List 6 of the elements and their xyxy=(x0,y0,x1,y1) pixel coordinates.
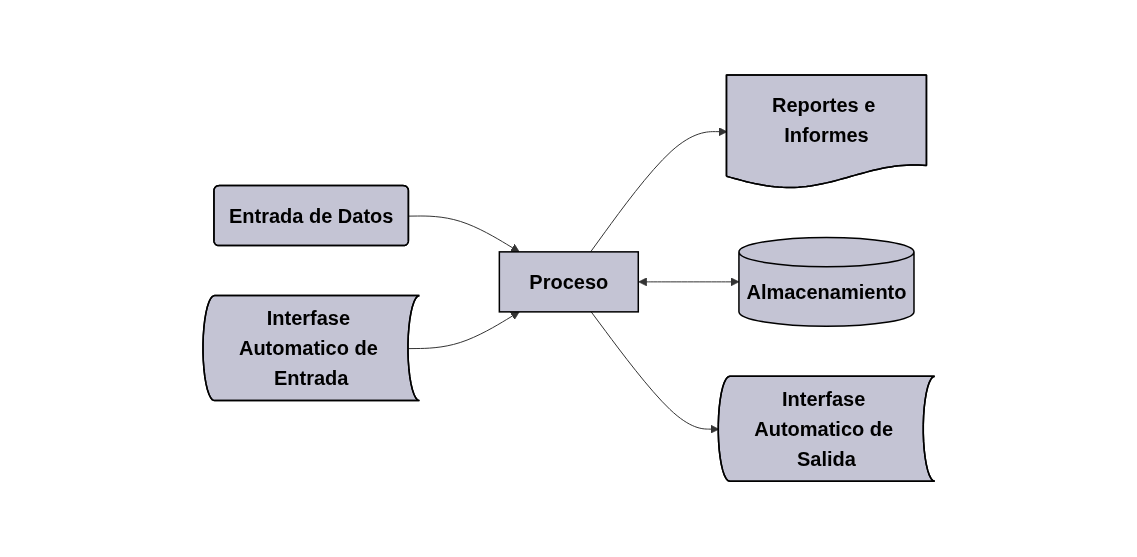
arrow xyxy=(408,215,520,253)
arrow xyxy=(637,277,739,287)
arrow xyxy=(407,311,520,350)
arrow xyxy=(589,127,727,253)
arrow xyxy=(590,311,719,434)
node-box: Proceso xyxy=(498,251,639,313)
